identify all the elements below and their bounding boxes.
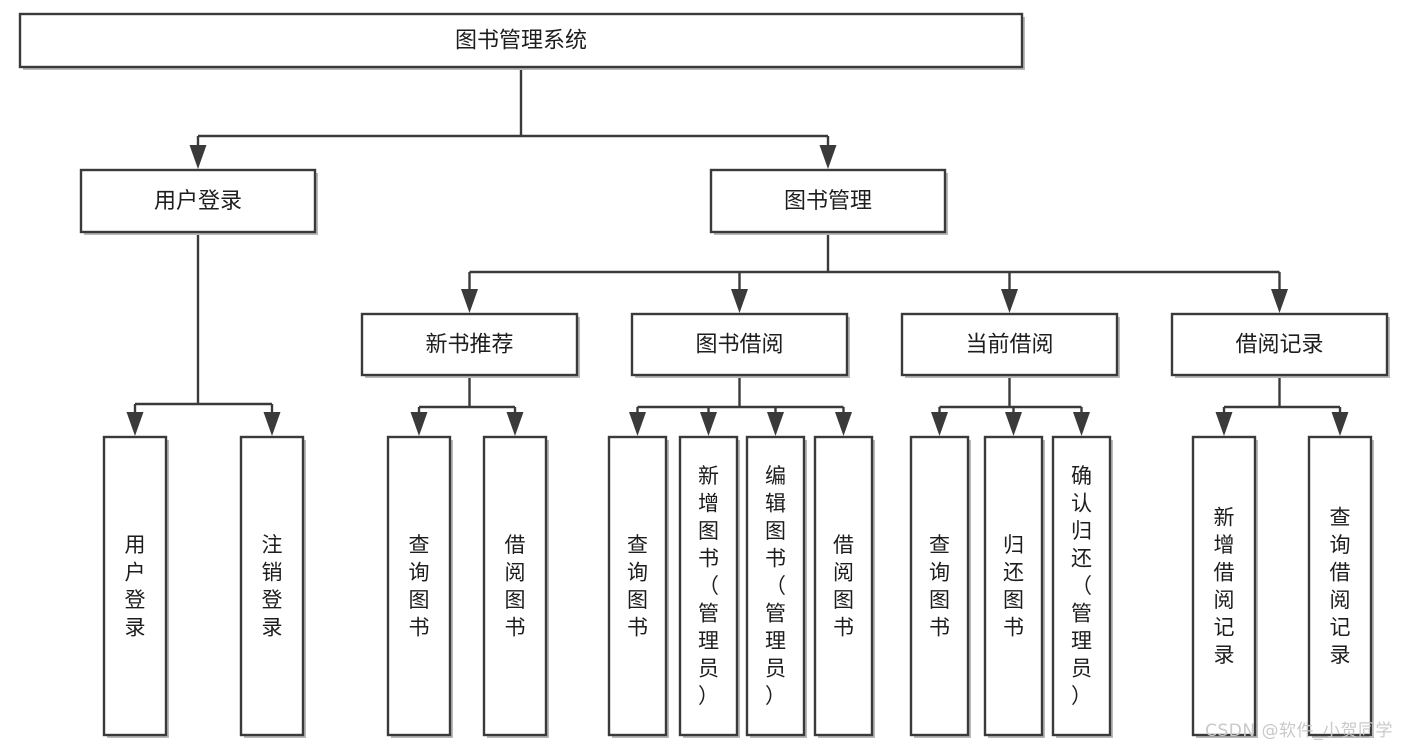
- node-box: [79, 168, 317, 234]
- node-box: [1170, 312, 1389, 377]
- arrow-head-icon: [835, 412, 852, 436]
- arrow-head-icon: [1331, 412, 1349, 436]
- node-box: [983, 435, 1044, 737]
- arrow-head-icon: [1005, 412, 1022, 436]
- connector-group-borrow-record: [1215, 375, 1349, 436]
- node-label: 新增图书（管理员）: [698, 464, 719, 708]
- node-layer: 图书管理系统用户登录图书管理新书推荐图书借阅当前借阅借阅记录用户登录注销登录查询…: [18, 12, 1390, 738]
- node-leaf-query-book-current[interactable]: 查询图书: [909, 435, 971, 738]
- node-box: [1307, 435, 1373, 737]
- node-box: [607, 435, 668, 737]
- node-label: 编辑图书（管理员）: [765, 464, 786, 708]
- node-box: [678, 435, 739, 737]
- node-user-login[interactable]: 用户登录: [79, 168, 318, 235]
- node-label: 查询图书: [627, 533, 648, 640]
- node-box: [745, 435, 806, 737]
- node-leaf-add-book-admin[interactable]: 新增图书（管理员）: [678, 435, 740, 738]
- node-box: [102, 435, 168, 737]
- arrow-head-icon: [819, 145, 837, 169]
- node-label: 归还图书: [1003, 533, 1024, 640]
- node-leaf-query-book-borrow[interactable]: 查询图书: [607, 435, 669, 738]
- node-label: 确认归还（管理员）: [1071, 464, 1092, 708]
- arrow-head-icon: [931, 412, 948, 436]
- node-label: 查询图书: [409, 533, 430, 640]
- node-borrow-record[interactable]: 借阅记录: [1170, 312, 1390, 378]
- node-leaf-logout[interactable]: 注销登录: [239, 435, 306, 738]
- node-label: 新书推荐: [425, 333, 513, 358]
- node-leaf-return-book[interactable]: 归还图书: [983, 435, 1045, 738]
- node-leaf-add-borrow-record[interactable]: 新增借阅记录: [1191, 435, 1258, 738]
- node-current-borrow[interactable]: 当前借阅: [900, 312, 1120, 378]
- node-box: [900, 312, 1119, 377]
- arrow-head-icon: [410, 412, 428, 436]
- csdn-watermark: CSDN @软件_小贺同学: [1205, 721, 1393, 741]
- node-label: 图书管理系统: [455, 29, 587, 54]
- arrow-head-icon: [461, 289, 478, 313]
- node-book-management[interactable]: 图书管理: [709, 168, 948, 235]
- connector-group-book-management: [461, 232, 1288, 313]
- node-leaf-borrow-book-recommend[interactable]: 借阅图书: [482, 435, 549, 738]
- arrow-head-icon: [506, 412, 524, 436]
- node-box: [239, 435, 305, 737]
- node-label: 借阅图书: [833, 533, 854, 640]
- node-leaf-query-borrow-record[interactable]: 查询借阅记录: [1307, 435, 1374, 738]
- node-root[interactable]: 图书管理系统: [18, 12, 1025, 70]
- arrow-head-icon: [1073, 412, 1090, 436]
- node-leaf-confirm-return-admin[interactable]: 确认归还（管理员）: [1051, 435, 1113, 738]
- connector-group-root: [189, 67, 837, 169]
- arrow-head-icon: [629, 412, 646, 436]
- node-label: 查询图书: [929, 533, 950, 640]
- node-box: [1191, 435, 1257, 737]
- node-box: [360, 312, 579, 377]
- node-label: 用户登录: [154, 189, 242, 214]
- node-label: 借阅记录: [1235, 333, 1323, 358]
- connector-group-current-borrow: [931, 375, 1090, 436]
- node-label: 用户登录: [125, 533, 146, 640]
- node-leaf-user-login[interactable]: 用户登录: [102, 435, 169, 738]
- node-label: 注销登录: [262, 533, 283, 640]
- node-box: [482, 435, 548, 737]
- node-box: [18, 12, 1024, 69]
- node-box: [709, 168, 947, 234]
- arrow-head-icon: [731, 289, 748, 313]
- node-leaf-borrow-book[interactable]: 借阅图书: [813, 435, 875, 738]
- node-new-book-recommend[interactable]: 新书推荐: [360, 312, 580, 378]
- node-leaf-query-book-recommend[interactable]: 查询图书: [386, 435, 453, 738]
- node-label: 查询借阅记录: [1330, 505, 1351, 667]
- arrow-head-icon: [189, 145, 207, 169]
- arrow-head-icon: [1271, 289, 1288, 313]
- connector-group-user-login: [126, 232, 281, 436]
- node-label: 图书管理: [784, 189, 872, 214]
- node-label: 借阅图书: [505, 533, 526, 640]
- arrow-head-icon: [700, 412, 717, 436]
- node-label: 图书借阅: [695, 333, 783, 358]
- node-box: [1051, 435, 1112, 737]
- arrow-head-icon: [126, 412, 144, 436]
- arrow-head-icon: [1215, 412, 1233, 436]
- connector-layer: [126, 67, 1349, 436]
- arrow-head-icon: [263, 412, 281, 436]
- node-box: [909, 435, 970, 737]
- node-label: 新增借阅记录: [1214, 505, 1235, 667]
- node-leaf-edit-book-admin[interactable]: 编辑图书（管理员）: [745, 435, 807, 738]
- arrow-head-icon: [1001, 289, 1018, 313]
- node-box: [386, 435, 452, 737]
- node-label: 当前借阅: [965, 333, 1053, 358]
- connector-group-new-book-recommend: [410, 375, 524, 436]
- node-box: [630, 312, 849, 377]
- node-book-borrow[interactable]: 图书借阅: [630, 312, 850, 378]
- arrow-head-icon: [767, 412, 784, 436]
- connector-group-book-borrow: [629, 375, 852, 436]
- node-box: [813, 435, 874, 737]
